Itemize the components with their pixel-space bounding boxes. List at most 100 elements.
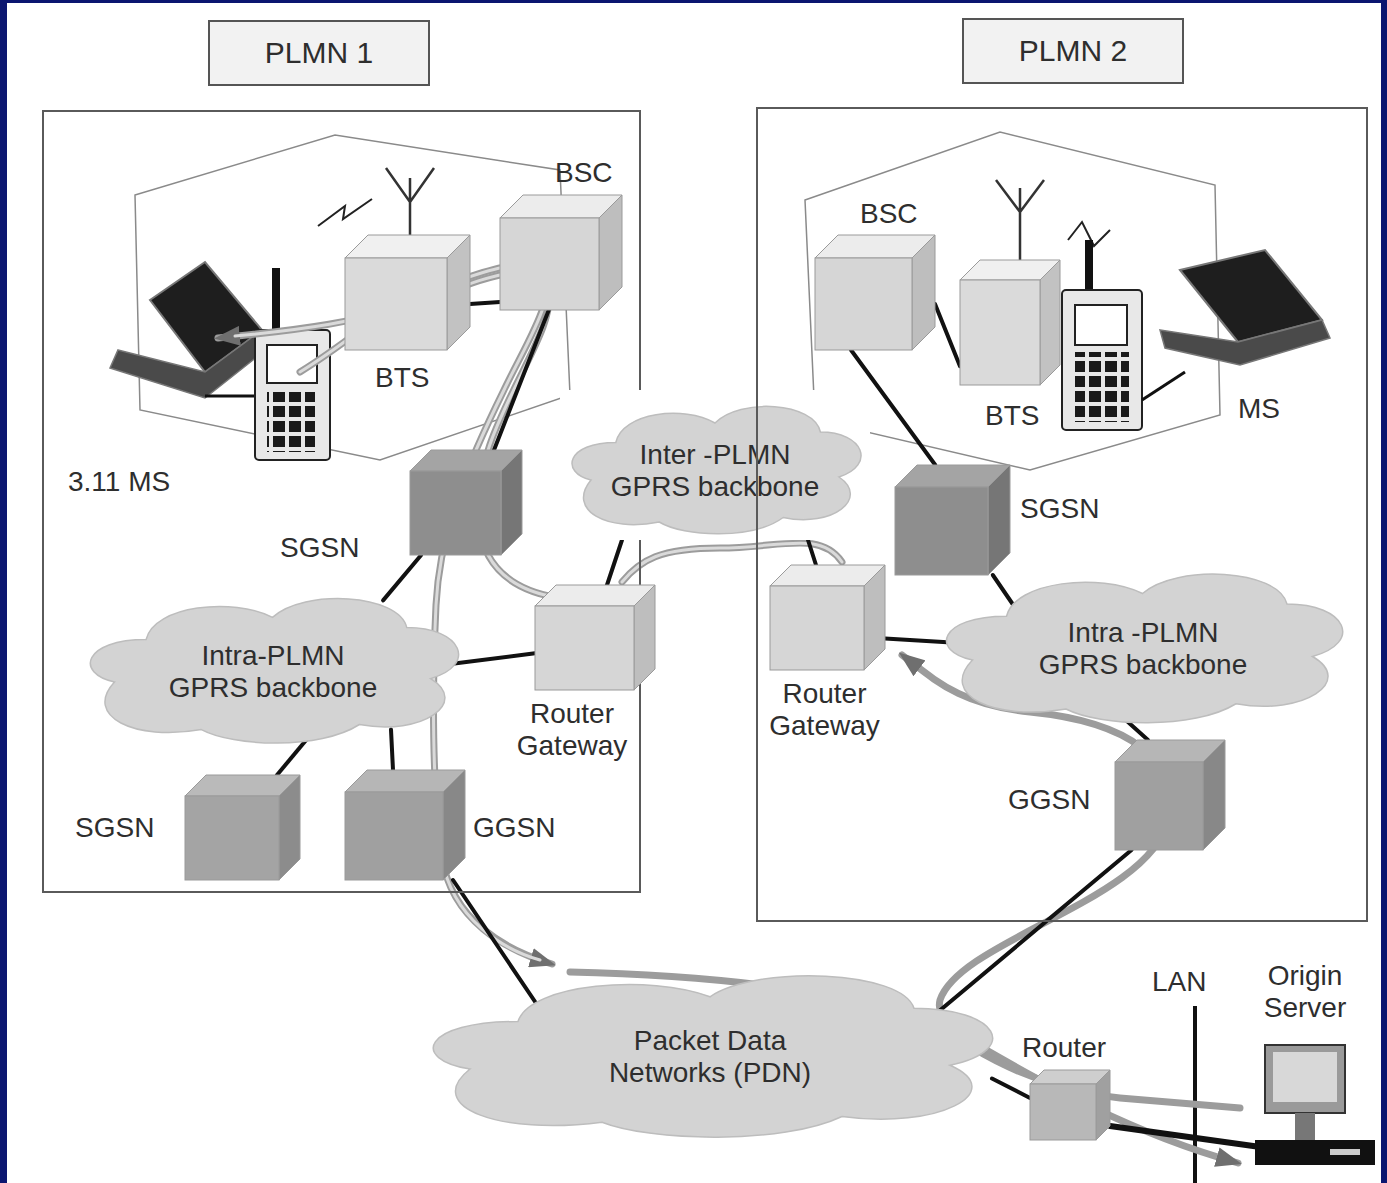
- bsc-cube: BSC: [500, 195, 622, 310]
- bts-cube: BTS: [345, 235, 470, 350]
- node-label: Router Gateway: [752, 678, 897, 742]
- node-label: Inter -PLMN GPRS backbone: [600, 439, 830, 503]
- cloud-outline: [572, 406, 861, 533]
- node-label: GGSN: [1008, 784, 1090, 816]
- node-label: BTS: [985, 400, 1039, 432]
- cube-front: [410, 471, 501, 555]
- cube-shape: [1115, 740, 1225, 850]
- panel-heading: PLMN 1: [208, 20, 430, 86]
- panel-heading: PLMN 2: [962, 18, 1184, 84]
- cube-shape: [815, 235, 935, 350]
- sgsn-cube: SGSN: [410, 450, 522, 555]
- cube-front: [345, 258, 447, 350]
- node-label: Packet Data Networks (PDN): [590, 1025, 830, 1089]
- link-line: [470, 302, 500, 304]
- link-line: [391, 730, 393, 770]
- node-label: MS: [1238, 393, 1280, 425]
- phone-keypad: [1075, 352, 1129, 422]
- node-label: Origin Server: [1250, 960, 1360, 1024]
- cube-side: [501, 450, 522, 555]
- sgsn-cube: SGSN: [895, 465, 1010, 575]
- node-label: SGSN: [1020, 493, 1099, 525]
- link-line: [993, 575, 1015, 608]
- cube-shape: [960, 260, 1060, 385]
- antenna-symbol: [996, 180, 1044, 262]
- cube-front: [815, 258, 912, 350]
- lan-bus: [1193, 1006, 1197, 1183]
- laptop-base: [1160, 320, 1330, 365]
- link-line: [992, 1079, 1030, 1099]
- laptop-base: [110, 330, 272, 398]
- cube-side: [988, 465, 1010, 575]
- node-label: SGSN: [280, 532, 359, 564]
- link-line: [383, 555, 421, 600]
- cube-shape: [770, 565, 885, 670]
- bsc-cube: BSC: [815, 235, 935, 350]
- plmn-panel: PLMN 1BSCBTS3.11 MSSGSNIntra-PLMN GPRS b…: [42, 110, 641, 893]
- cube-shape: [345, 770, 465, 880]
- cloud-outline: [433, 976, 992, 1137]
- phone-screen: [1075, 305, 1127, 345]
- ggsn-cube: GGSN: [345, 770, 465, 880]
- link-line: [1110, 1126, 1255, 1146]
- cable-line: [205, 395, 255, 398]
- backbone-cloud: Intra-PLMN GPRS backbone: [75, 580, 470, 750]
- monitor-case: [1265, 1045, 1345, 1113]
- plmn-panel: PLMN 2BSCBTSMSSGSNIntra -PLMN GPRS backb…: [756, 107, 1368, 922]
- cube-front: [185, 796, 279, 880]
- cube-side: [1203, 740, 1225, 850]
- monitor-screen: [1273, 1052, 1337, 1102]
- cube-front: [1030, 1084, 1096, 1140]
- cube-side: [634, 585, 655, 690]
- ggsn-cube: GGSN: [1115, 740, 1225, 850]
- cube-side: [1040, 260, 1060, 385]
- cube-shape: [185, 775, 300, 880]
- antenna-symbol: [386, 168, 434, 240]
- node-label: BSC: [860, 198, 918, 230]
- pdn-cloud: Packet Data Networks (PDN): [410, 955, 1010, 1145]
- cube-shape: [345, 235, 470, 350]
- router-gateway: Router Gateway: [535, 585, 655, 690]
- router-gateway: Router Gateway: [770, 565, 885, 670]
- link-line: [885, 639, 951, 643]
- cube-front: [1115, 762, 1203, 850]
- node-label: BSC: [555, 157, 613, 189]
- cube-front: [345, 792, 443, 880]
- cube-shape: [410, 450, 522, 555]
- cube-side: [599, 195, 622, 310]
- phone-antenna: [1085, 240, 1093, 292]
- origin-server: Origin Server: [1255, 1040, 1375, 1165]
- node-label: Router: [1022, 1032, 1106, 1064]
- link-line: [935, 304, 960, 366]
- server-base: [1255, 1140, 1375, 1165]
- cube-side: [1096, 1070, 1110, 1140]
- cube-shape: [500, 195, 622, 310]
- link-line: [607, 540, 622, 585]
- phone-keypad: [267, 392, 315, 452]
- cube-side: [864, 565, 885, 670]
- node-label: SGSN: [75, 812, 154, 844]
- link-line: [808, 540, 816, 565]
- backbone-cloud: Intra -PLMN GPRS backbone: [930, 555, 1355, 730]
- node-label: 3.11 MS: [68, 466, 170, 498]
- cube-shape: [895, 465, 1010, 575]
- cube-side: [279, 775, 300, 880]
- cube-side: [447, 235, 470, 350]
- cube-shape: [535, 585, 655, 690]
- cube-shape: [1030, 1070, 1110, 1140]
- bus-label: LAN: [1150, 966, 1208, 998]
- cube-front: [535, 606, 634, 690]
- node-label: Intra-PLMN GPRS backbone: [158, 640, 388, 704]
- node-label: BTS: [375, 362, 429, 394]
- cloud-outline: [90, 599, 458, 743]
- phone-body: [255, 330, 330, 460]
- cube-front: [960, 280, 1040, 385]
- radio-zigzag: [318, 199, 372, 226]
- router-box: Router: [1030, 1070, 1110, 1140]
- mobile-station: 3.11 MS: [110, 255, 335, 462]
- monitor-stand: [1295, 1113, 1315, 1140]
- bts-cube: BTS: [960, 260, 1060, 385]
- phone-body: [1062, 290, 1142, 430]
- cloud-outline: [947, 574, 1343, 723]
